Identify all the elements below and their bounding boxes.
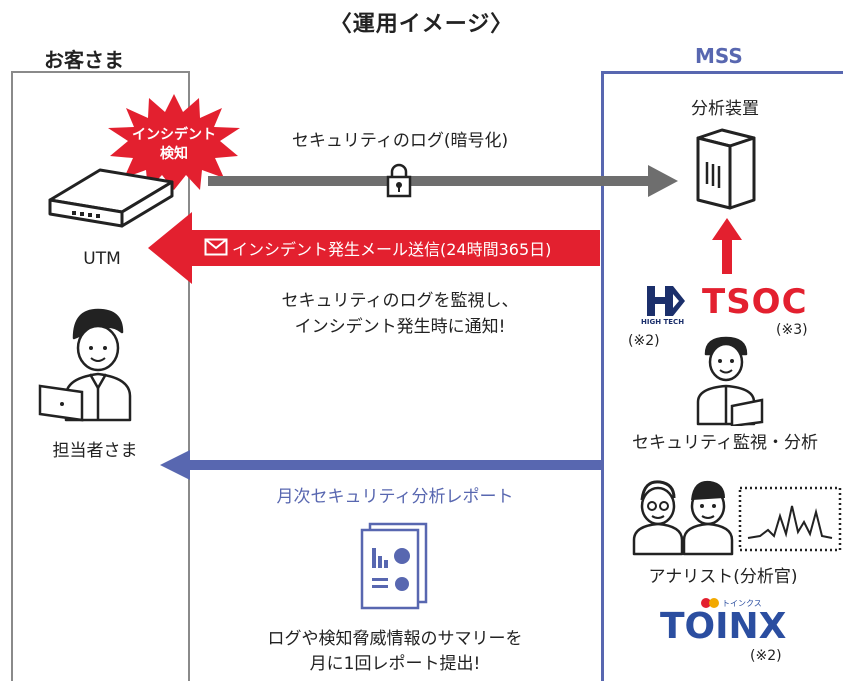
customer-panel bbox=[11, 71, 190, 681]
report-label: 月次セキュリティ分析レポート bbox=[276, 487, 514, 507]
log-flow-arrow bbox=[208, 165, 678, 197]
burst-line1: インシデント bbox=[132, 127, 216, 143]
lock-icon bbox=[386, 163, 412, 198]
toinx-small-text: トインクス bbox=[722, 599, 762, 608]
customer-label: お客さま bbox=[44, 48, 124, 72]
toinx-logo-mark bbox=[701, 598, 719, 608]
alert-up-arrow bbox=[712, 218, 742, 274]
monitor-text-line1: セキュリティのログを監視し、 bbox=[281, 291, 519, 311]
log-flow-label: セキュリティのログ(暗号化) bbox=[291, 131, 509, 151]
analyzer-label: 分析装置 bbox=[691, 99, 759, 119]
high-tech-note: (※2) bbox=[628, 333, 660, 349]
customer-staff-label: 担当者さま bbox=[52, 441, 138, 461]
incident-burst-icon bbox=[108, 94, 240, 190]
mss-panel bbox=[601, 71, 843, 681]
monitoring-label: セキュリティ監視・分析 bbox=[632, 433, 818, 453]
report-document-icon bbox=[360, 522, 428, 610]
analyst-label: アナリスト(分析官) bbox=[648, 567, 798, 587]
high-tech-logo bbox=[647, 286, 685, 316]
tsoc-logo: TSOC bbox=[702, 282, 808, 322]
report-text-line1: ログや検知脅威情報のサマリーを bbox=[267, 629, 523, 649]
report-text-line2: 月に1回レポート提出! bbox=[309, 654, 481, 674]
utm-device-icon bbox=[48, 168, 174, 228]
customer-staff-icon bbox=[38, 308, 132, 422]
chart-screen-icon bbox=[738, 486, 842, 552]
monitor-text-line2: インシデント発生時に通知! bbox=[294, 317, 506, 337]
tsoc-note: (※3) bbox=[776, 322, 808, 338]
incident-mail-label: インシデント発生メール送信(24時間365日) bbox=[232, 240, 552, 259]
mail-icon bbox=[204, 238, 228, 256]
incident-mail-arrow bbox=[148, 212, 600, 284]
toinx-note: (※2) bbox=[750, 648, 782, 664]
burst-line2: 検知 bbox=[160, 146, 188, 162]
high-tech-logo-text: HIGH TECH bbox=[641, 318, 685, 326]
monitoring-staff-icon bbox=[696, 336, 764, 426]
diagram-title: 〈運用イメージ〉 bbox=[329, 12, 514, 37]
analysts-icon bbox=[632, 480, 734, 556]
server-icon bbox=[696, 128, 756, 210]
mss-label: MSS bbox=[695, 44, 743, 68]
report-flow-arrow bbox=[160, 450, 602, 480]
toinx-logo: TOINX bbox=[660, 606, 787, 647]
utm-label: UTM bbox=[83, 249, 121, 269]
